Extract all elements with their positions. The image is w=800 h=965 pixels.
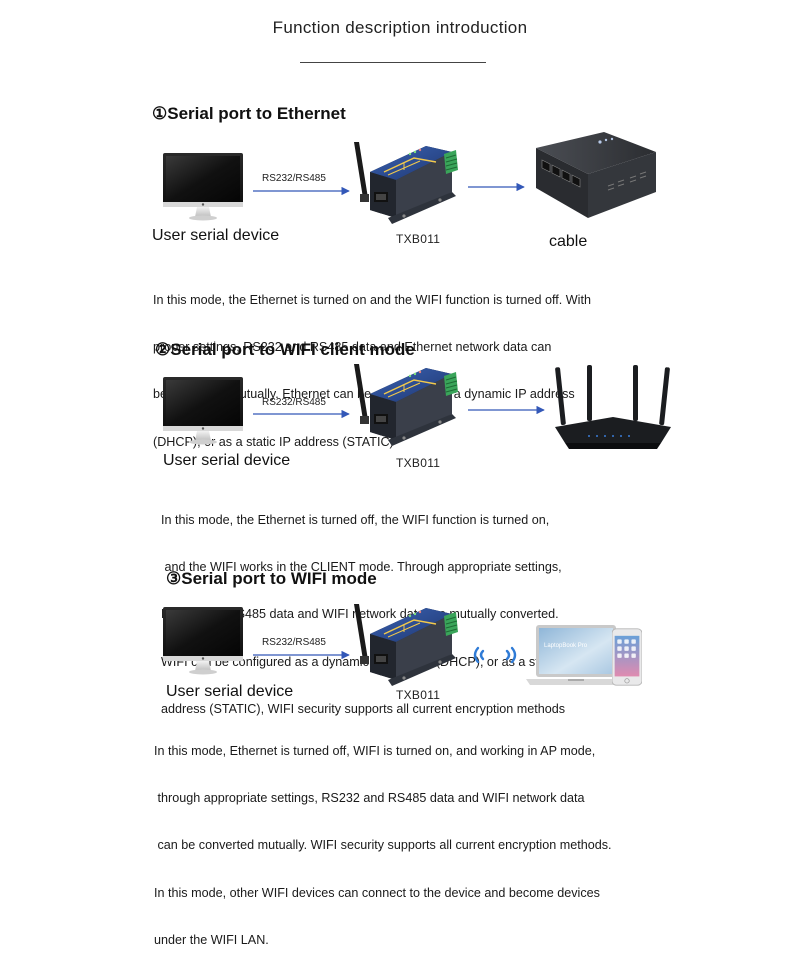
description-line: In this mode, Ethernet is turned off, WI…: [154, 743, 596, 758]
ethernet-link-arrow: [468, 182, 525, 192]
description-line: through appropriate settings, RS232 and …: [154, 790, 585, 805]
smartphone-icon: [612, 628, 642, 686]
section-1-target-label: cable: [549, 233, 588, 250]
section-2-heading: ②Serial port to WIFI client mode: [155, 340, 415, 360]
laptop-screen-text: LaptopBook Pro: [544, 643, 588, 649]
monitor-icon: [163, 153, 243, 223]
description-line: In this mode, the Ethernet is turned on …: [153, 292, 591, 307]
section-3-device-label: User serial device: [166, 683, 294, 700]
ethernet-switch-icon: [530, 130, 660, 225]
monitor-icon: [163, 607, 243, 677]
section-1-heading: ①Serial port to Ethernet: [152, 104, 346, 124]
section-3-link-label: RS232/RS485: [262, 637, 326, 648]
title-divider: [300, 62, 486, 63]
section-2-title: Serial port to WIFI client mode: [170, 340, 415, 359]
section-2-number: ②: [155, 340, 171, 359]
monitor-icon: [163, 377, 243, 447]
description-line: (DHCP), or as a static IP address (STATI…: [153, 434, 394, 449]
section-3-description: In this mode, Ethernet is turned off, WI…: [154, 712, 612, 965]
section-2-link-label: RS232/RS485: [262, 397, 326, 408]
description-line: In this mode, other WIFI devices can con…: [154, 885, 600, 900]
section-2-device-label: User serial device: [163, 452, 291, 469]
description-line: under the WIFI LAN.: [154, 933, 269, 948]
wifi-waves-icon: [470, 640, 520, 670]
description-line: address (STATIC), WIFI security supports…: [161, 702, 566, 717]
section-1-device-label: User serial device: [152, 227, 280, 244]
wifi-module-icon: [344, 602, 464, 697]
section-2-module-label: TXB011: [396, 456, 441, 470]
serial-link-arrow: [253, 186, 350, 196]
description-line: can be converted mutually. WIFI security…: [154, 838, 612, 853]
section-3-heading: ③Serial port to WIFI mode: [166, 569, 377, 589]
description-line: and the WIFI works in the CLIENT mode. T…: [161, 559, 562, 574]
wifi-link-arrow: [468, 405, 545, 415]
description-line: proper settings, RS232 and RS485 data an…: [153, 339, 552, 354]
section-3-number: ③: [166, 569, 182, 588]
section-1-number: ①: [152, 104, 168, 123]
description-line: In this mode, the Ethernet is turned off…: [161, 512, 550, 527]
serial-link-arrow: [253, 650, 350, 660]
wifi-router-icon: [553, 365, 673, 455]
page-title: Function description introduction: [272, 18, 528, 37]
wifi-module-icon: [344, 362, 464, 457]
section-1-title: Serial port to Ethernet: [167, 104, 346, 123]
section-1-link-label: RS232/RS485: [262, 173, 326, 184]
section-3-title: Serial port to WIFI mode: [181, 569, 377, 588]
wifi-module-icon: [344, 140, 464, 235]
laptop-icon: [526, 625, 626, 689]
serial-link-arrow: [253, 409, 350, 419]
section-1-module-label: TXB011: [396, 232, 441, 246]
section-3-module-label: TXB011: [396, 688, 441, 702]
